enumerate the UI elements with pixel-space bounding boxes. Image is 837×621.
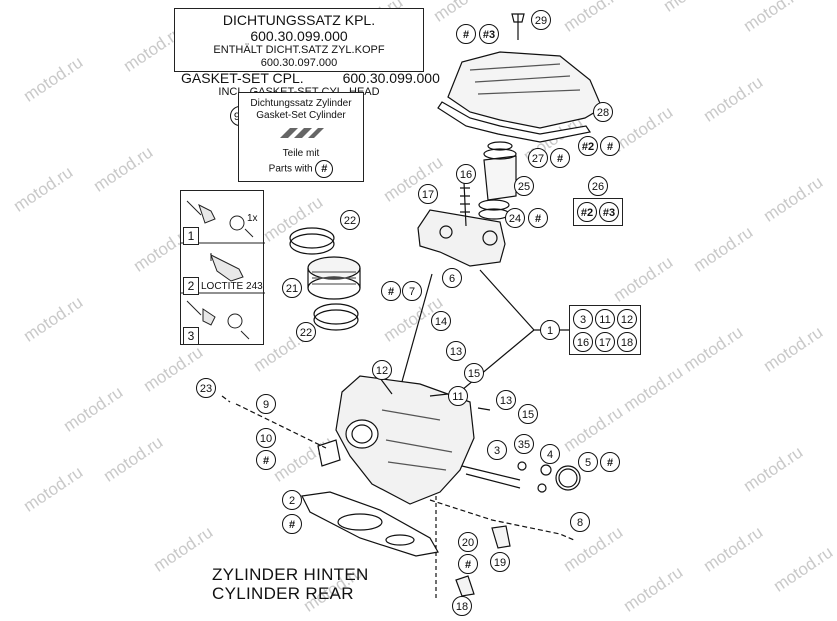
callout-11a: 11 <box>448 386 468 406</box>
callout-35: 35 <box>514 434 534 454</box>
callout-6: 6 <box>442 268 462 288</box>
head-gasket <box>301 491 439 557</box>
kit-line-2: ENTHÄLT DICHT.SATZ ZYL.KOPF 600.30.097.0… <box>213 44 385 69</box>
loctite-label: LOCTITE 243 <box>201 281 263 292</box>
callout-24: 24 <box>505 208 525 228</box>
callout-19: 19 <box>490 552 510 572</box>
callout-8: 8 <box>570 512 590 532</box>
callout-13b: 13 <box>496 390 516 410</box>
callout-21: 21 <box>282 278 302 298</box>
group-1-item: 12 <box>617 309 637 329</box>
gasket-line-3: Teile mit <box>282 148 320 159</box>
callout-4: 4 <box>540 444 560 464</box>
callout-h27: # <box>550 148 570 168</box>
callout-h24: # <box>528 208 548 228</box>
diagram-caption: ZYLINDER HINTEN CYLINDER REAR <box>212 565 369 603</box>
callout-3: 3 <box>487 440 507 460</box>
hash-symbol: # <box>315 160 334 178</box>
callout-9: 9 <box>256 394 276 414</box>
cylinder-gasket-box: Dichtungssatz Zylinder Gasket-Set Cylind… <box>238 92 364 182</box>
gasket-line-4: Parts with # <box>239 160 363 178</box>
callout-h2a: #2 <box>578 136 598 156</box>
callout-18b: 18 <box>452 596 472 616</box>
callout-25: 25 <box>514 176 534 196</box>
callout-h2c: # <box>282 514 302 534</box>
callout-h7: # <box>381 281 401 301</box>
callout-1: 1 <box>540 320 560 340</box>
group-1-item: 11 <box>595 309 615 329</box>
group-1-item: 17 <box>595 332 615 352</box>
callout-13a: 13 <box>446 341 466 361</box>
callout-h5: # <box>600 452 620 472</box>
step-2: 2 <box>183 277 199 295</box>
callout-22b: 22 <box>296 322 316 342</box>
caption-line-1: ZYLINDER HINTEN <box>212 565 369 584</box>
group-1-item: 18 <box>617 332 637 352</box>
callout-7: 7 <box>402 281 422 301</box>
procedure-drawings <box>181 200 265 340</box>
group-26-item: #3 <box>599 202 619 222</box>
group-1-item: 16 <box>573 332 593 352</box>
callout-28: 28 <box>593 102 613 122</box>
ktm-logo-icon <box>280 128 324 138</box>
callout-17a: 17 <box>418 184 438 204</box>
gasket-line-1: Dichtungssatz Zylinder <box>250 98 352 109</box>
kit-line-1: DICHTUNGSSATZ KPL. 600.30.099.000 <box>222 12 376 44</box>
callout-h3a: #3 <box>479 24 499 44</box>
callout-14: 14 <box>431 311 451 331</box>
callout-h1: # <box>456 24 476 44</box>
cover-gasket <box>437 101 591 143</box>
callout-27: 27 <box>528 148 548 168</box>
callout-23: 23 <box>196 378 216 398</box>
callout-22a: 22 <box>340 210 360 230</box>
callout-5: 5 <box>578 452 598 472</box>
callout-20: 20 <box>458 532 478 552</box>
group-26-item: #2 <box>577 202 597 222</box>
callout-h10: # <box>256 450 276 470</box>
group-1-item: 3 <box>573 309 593 329</box>
bearing-bridge <box>417 209 506 267</box>
callout-h2b: # <box>600 136 620 156</box>
callout-h20: # <box>458 554 478 574</box>
callout-2: 2 <box>282 490 302 510</box>
callout-15b: 15 <box>518 404 538 424</box>
procedure-panel: 1 2 3 1x LOCTITE 243 <box>180 190 265 345</box>
callout-29: 29 <box>531 10 551 30</box>
callout-26: 26 <box>588 176 608 196</box>
torque-label: 1x <box>247 213 258 224</box>
callout-12a: 12 <box>372 360 392 380</box>
gasket-kit-box: DICHTUNGSSATZ KPL. 600.30.099.000 ENTHÄL… <box>174 8 440 111</box>
step-1: 1 <box>183 227 199 245</box>
callout-16a: 16 <box>456 164 476 184</box>
kit-line-3: GASKET-SET CPL. 600.30.099.000 <box>181 70 440 86</box>
callout-15a: 15 <box>464 363 484 383</box>
gasket-line-2: Gasket-Set Cylinder <box>256 110 346 121</box>
cylinder-head <box>335 375 475 505</box>
callout-10: 10 <box>256 428 276 448</box>
step-3: 3 <box>183 327 199 345</box>
caption-line-2: CYLINDER REAR <box>212 584 354 603</box>
